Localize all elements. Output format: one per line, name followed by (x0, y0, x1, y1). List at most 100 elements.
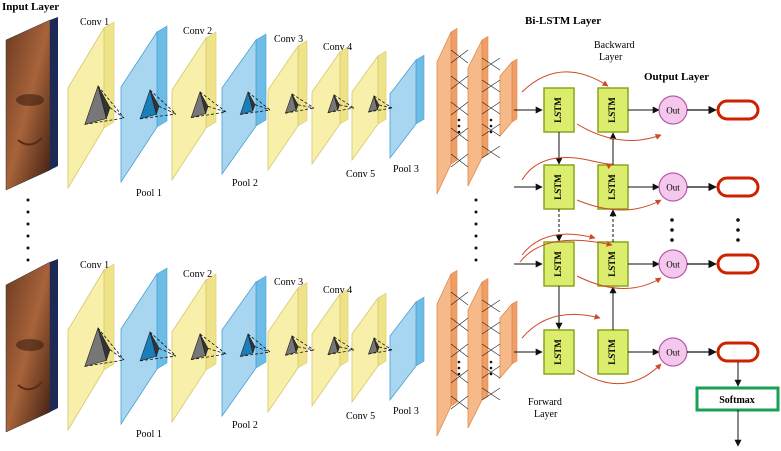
fc-ellipsis (474, 198, 478, 262)
output-ellipsis (670, 218, 740, 242)
red-curve-6 (521, 313, 601, 339)
pool1-label-bottom: Pool 1 (136, 429, 162, 440)
forward-layer-label: Forward (528, 397, 562, 408)
lstm-forward-4-label: LSTM (553, 339, 563, 365)
kernel-5-top (284, 92, 299, 114)
out-node-1: Out (658, 95, 688, 125)
conv2-slab-bottom (171, 273, 217, 424)
pool1-slab-top (120, 25, 168, 184)
out-node-4: Out (658, 337, 688, 367)
fc2-slab-bottom (467, 277, 489, 429)
bilstm-layer-label: Bi-LSTM Layer (525, 15, 601, 27)
kernel-4-bottom (239, 332, 256, 357)
red-curve-8 (576, 363, 662, 384)
conv3-label-top: Conv 3 (274, 34, 303, 45)
pool2-label-top: Pool 2 (232, 178, 258, 189)
conv3-slab-bottom (267, 282, 308, 414)
red-curve-3 (576, 123, 662, 141)
conv5-label-top: Conv 5 (346, 169, 375, 180)
fc3-slab-bottom (499, 300, 518, 380)
kernel-3-bottom (190, 332, 209, 361)
lstm-backward-4-label: LSTM (607, 339, 617, 365)
kernel-6-top (327, 93, 340, 114)
red-curve-9 (519, 239, 613, 263)
input-face-top (5, 17, 58, 191)
lstm-forward-2: LSTM (543, 164, 575, 210)
conv4-label-bottom: Conv 4 (323, 285, 352, 296)
pool1-slab-bottom (120, 267, 168, 426)
input-layer-label: Input Layer (2, 1, 59, 13)
conv1-label-bottom: Conv 1 (80, 260, 109, 271)
lstm-forward-3: LSTM (543, 241, 575, 287)
kernel-5-bottom (284, 334, 299, 356)
red-curve-7 (576, 275, 662, 289)
red-curve-5 (576, 199, 662, 211)
lstm-forward-1-label: LSTM (553, 97, 563, 123)
kernel-1-top (84, 84, 111, 125)
conv2-slab-top (171, 31, 217, 182)
pool1-label-top: Pool 1 (136, 188, 162, 199)
out-node-2: Out (658, 172, 688, 202)
pool3-label-bottom: Pool 3 (393, 406, 419, 417)
red-curve-2 (521, 157, 613, 181)
input-face-bottom (5, 259, 58, 433)
pool3-slab-bottom (389, 296, 425, 402)
fc1-slab-top (436, 27, 458, 195)
pool2-slab-top (221, 33, 267, 176)
conv4-slab-bottom (311, 288, 349, 408)
output-pill-4 (716, 341, 760, 363)
input-ellipsis (26, 198, 30, 262)
lstm-forward-3-label: LSTM (553, 251, 563, 277)
conv5-label-bottom: Conv 5 (346, 411, 375, 422)
lstm-backward-4: LSTM (597, 329, 629, 375)
forward-layer-label-2: Layer (534, 409, 558, 420)
pool3-label-top: Pool 3 (393, 164, 419, 175)
red-curve-top-1 (521, 71, 609, 93)
backward-layer-label: Backward (594, 40, 635, 51)
output-pill-1 (716, 99, 760, 121)
out-node-3-label: Out (666, 260, 680, 270)
output-pill-3 (716, 253, 760, 275)
kernel-3-top (190, 90, 209, 119)
cnn-branch-top (67, 21, 425, 190)
kernel-2-top (139, 88, 160, 120)
output-layer-label: Output Layer (644, 71, 709, 83)
kernel-1-bottom (84, 326, 111, 367)
fc2-slab-top (467, 35, 489, 187)
out-node-3: Out (658, 249, 688, 279)
lstm-forward-2-label: LSTM (553, 174, 563, 200)
lstm-forward-1: LSTM (543, 87, 575, 133)
fc-block-top (436, 27, 518, 195)
lstm-backward-1: LSTM (597, 87, 629, 133)
lstm-backward-2-label: LSTM (607, 174, 617, 200)
kernel-6-bottom (327, 335, 340, 356)
pool2-slab-bottom (221, 275, 267, 418)
fc1-slab-bottom (436, 269, 458, 437)
conv2-label-bottom: Conv 2 (183, 269, 212, 280)
softmax-label: Softmax (719, 395, 755, 406)
pool2-label-bottom: Pool 2 (232, 420, 258, 431)
conv4-slab-top (311, 46, 349, 166)
kernel-4-top (239, 90, 256, 115)
kernel-7-top (368, 94, 380, 113)
lstm-backward-3-label: LSTM (607, 251, 617, 277)
kernel-7-bottom (368, 336, 380, 355)
cnn-branch-bottom (67, 263, 425, 432)
fc3-slab-top (499, 58, 518, 138)
lstm-backward-1-label: LSTM (607, 97, 617, 123)
backward-layer-label-2: Layer (599, 52, 623, 63)
red-curve-4 (521, 233, 596, 256)
fc-block-bottom (436, 269, 518, 437)
kernel-2-bottom (139, 330, 160, 362)
fc-connections-bottom (450, 291, 501, 410)
conv1-label-top: Conv 1 (80, 17, 109, 28)
conv2-label-top: Conv 2 (183, 26, 212, 37)
conv3-slab-top (267, 40, 308, 172)
lstm-backward-3: LSTM (597, 241, 629, 287)
out-node-4-label: Out (666, 348, 680, 358)
out-node-1-label: Out (666, 106, 680, 116)
out-node-2-label: Out (666, 183, 680, 193)
lstm-backward-2: LSTM (597, 164, 629, 210)
